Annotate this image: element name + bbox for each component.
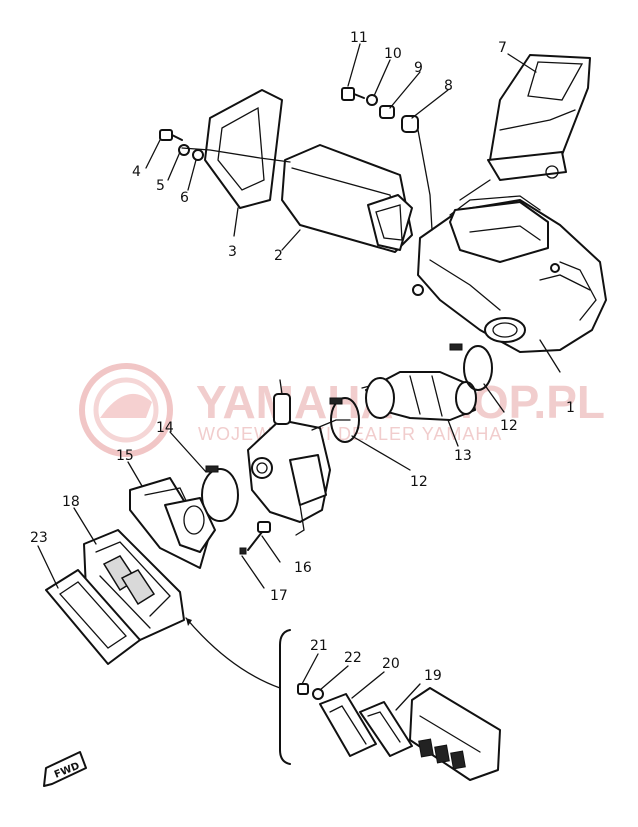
air-filter-case — [412, 195, 607, 353]
intake-duct — [459, 54, 591, 201]
part-number-5: 5 — [156, 178, 165, 194]
watermark: YAMAHA-SHOP.PL WOJEWÓDZKI DEALER YAMAHA — [79, 363, 605, 457]
part-number-1: 1 — [566, 400, 575, 416]
part-number-10: 10 — [384, 46, 402, 62]
part-number-7: 7 — [498, 40, 507, 56]
part-number-19: 19 — [424, 668, 442, 684]
bolt-11 — [341, 87, 365, 101]
reed-petals — [359, 701, 413, 757]
washer-5 — [178, 144, 190, 156]
clamp-12-upper — [449, 343, 493, 391]
fwd-arrow-icon: FWD — [43, 751, 87, 787]
bracket — [279, 629, 291, 765]
washer-6 — [192, 149, 204, 161]
part-number-4: 4 — [132, 164, 141, 180]
grommet-8 — [401, 115, 419, 133]
filter-element — [281, 144, 413, 253]
part-number-15: 15 — [116, 448, 134, 464]
gasket — [45, 569, 141, 665]
watermark-logo-icon — [79, 363, 173, 457]
part-number-13: 13 — [454, 448, 472, 464]
leader-lines — [37, 43, 561, 711]
part-number-9: 9 — [414, 60, 423, 76]
part-number-6: 6 — [180, 190, 189, 206]
screw-21 — [297, 683, 309, 695]
part-number-14: 14 — [156, 420, 174, 436]
clamp-12-lower — [329, 397, 360, 443]
reed-stopper — [319, 693, 377, 757]
clamp-14 — [201, 465, 239, 522]
arrow-head-icon — [186, 618, 192, 626]
carburetor — [247, 379, 351, 536]
part-number-2: 2 — [274, 248, 283, 264]
assembly-arrow — [185, 617, 281, 689]
part-number-22: 22 — [344, 650, 362, 666]
part-number-20: 20 — [382, 656, 400, 672]
washer-22 — [312, 688, 324, 700]
part-number-16: 16 — [294, 560, 312, 576]
part-number-labels: 1 2 3 4 5 6 7 8 9 10 11 12 12 13 14 15 1… — [30, 30, 575, 684]
part-number-17: 17 — [270, 588, 288, 604]
part-number-3: 3 — [228, 244, 237, 260]
washer-17 — [239, 547, 247, 555]
filter-frame — [204, 89, 283, 209]
part-number-12-lower: 12 — [410, 474, 428, 490]
part-number-21: 21 — [310, 638, 328, 654]
reed-valve-body — [409, 687, 501, 781]
part-number-18: 18 — [62, 494, 80, 510]
bolt-4 — [159, 129, 183, 141]
part-number-23: 23 — [30, 530, 48, 546]
collar-9 — [379, 105, 395, 119]
washer-10 — [366, 94, 378, 106]
bolt-16 — [247, 521, 271, 551]
carburetor-joint — [129, 477, 216, 569]
part-number-8: 8 — [444, 78, 453, 94]
intake-boot — [365, 371, 477, 421]
part-number-12-upper: 12 — [500, 418, 518, 434]
part-number-11: 11 — [350, 30, 368, 46]
